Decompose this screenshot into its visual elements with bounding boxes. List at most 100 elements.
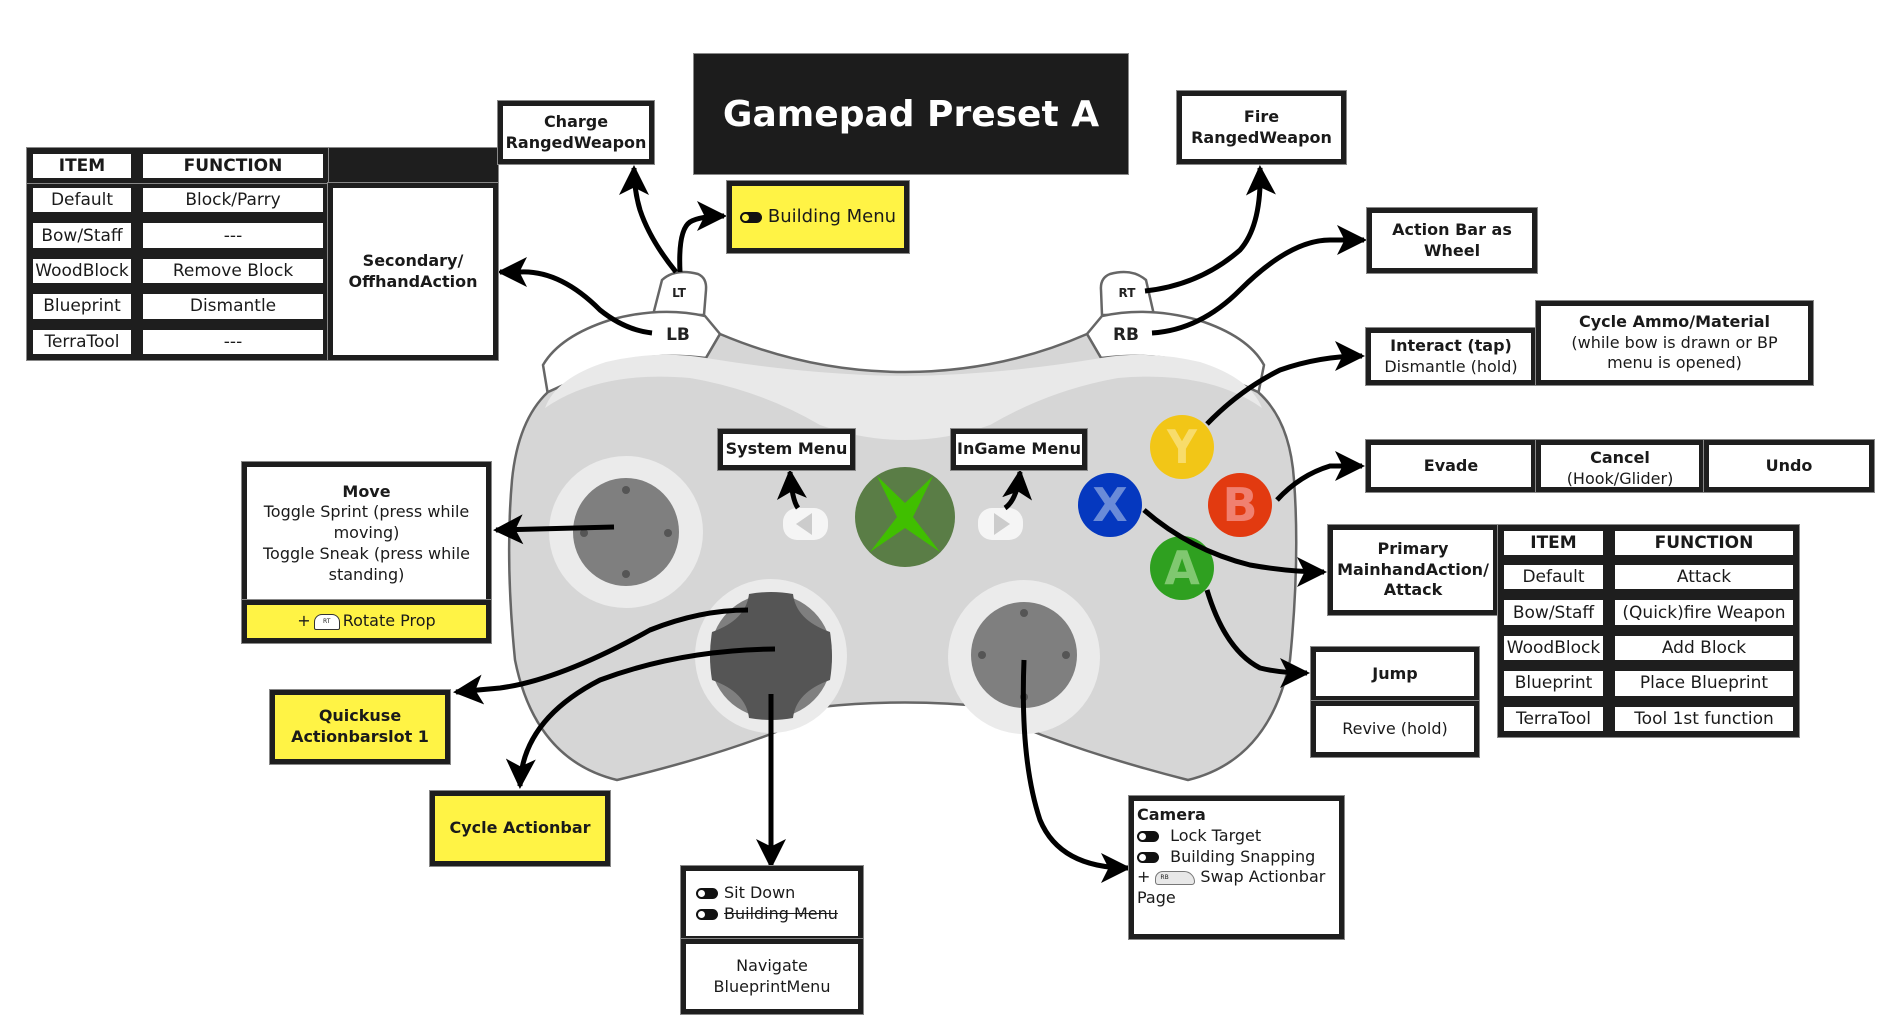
right-item-table — [1497, 524, 1800, 738]
evade-label: Evade — [1423, 455, 1479, 475]
sit-down-box: Sit Down Building Menu — [680, 865, 864, 942]
cycle-ammo-box: Cycle Ammo/Material (while bow is drawn … — [1535, 300, 1814, 386]
right-table-item-cell: Blueprint — [1504, 671, 1603, 696]
action-bar-line1: Action Bar as — [1392, 219, 1512, 239]
primary-line1: Primary — [1377, 538, 1449, 558]
toggle-icon — [739, 211, 762, 223]
revive-box: Revive (hold) — [1310, 700, 1480, 758]
left-table-function-cell: Block/Parry — [143, 188, 323, 213]
building-menu-struck-item: Building Menu — [696, 904, 838, 925]
right-table-item-cell: WoodBlock — [1504, 635, 1603, 661]
primary-action-box: Primary MainhandAction/ Attack — [1327, 524, 1499, 616]
swap-actionbar-label: Swap Actionbar — [1200, 867, 1326, 887]
ingame-menu-label: InGame Menu — [957, 439, 1081, 459]
arrow-a-jump — [1204, 589, 1310, 688]
arrow-lt-building — [677, 201, 727, 273]
cycle-ammo-title: Cycle Ammo/Material — [1579, 311, 1770, 331]
undo-box: Undo — [1703, 439, 1875, 493]
b-button[interactable]: B — [1208, 473, 1272, 537]
back-arrow-icon — [796, 513, 812, 535]
arrow-start-ingame — [1002, 469, 1033, 511]
arrow-y-interact — [1205, 341, 1365, 426]
primary-line3: Attack — [1383, 580, 1443, 600]
charge-line1: Charge — [543, 111, 609, 131]
arrow-rb-actionbar — [1151, 225, 1367, 336]
right-table-function-cell: Add Block — [1615, 635, 1793, 661]
interact-title: Interact (tap) — [1390, 335, 1512, 355]
jump-box: Jump — [1310, 646, 1480, 702]
a-button[interactable]: A — [1150, 536, 1214, 600]
arrow-lt-charge — [619, 165, 678, 274]
rotate-prop-box: + RT Rotate Prop — [241, 599, 492, 644]
arrow-back-system — [776, 469, 807, 510]
b-label: B — [1222, 478, 1257, 532]
building-snapping-label: Building Snapping — [1170, 846, 1316, 866]
building-snapping-item: Building Snapping — [1137, 847, 1315, 868]
secondary-line1: Secondary/ — [362, 250, 464, 270]
rt-trigger-icon: RT — [313, 613, 340, 630]
camera-box: Camera Lock Target Building Snapping +RB… — [1128, 795, 1345, 940]
toggle-icon — [696, 908, 718, 920]
sit-down-label: Sit Down — [724, 882, 796, 902]
ingame-menu-box: InGame Menu — [950, 428, 1088, 471]
left-table-item-cell: WoodBlock — [33, 258, 131, 284]
toggle-icon — [1137, 830, 1159, 842]
left-stick[interactable] — [573, 478, 679, 586]
rt-trigger[interactable] — [1099, 270, 1156, 317]
right-table-header-item: ITEM — [1504, 531, 1603, 555]
right-table-item-cell: Default — [1504, 565, 1603, 590]
cycle-actionbar-box: Cycle Actionbar — [429, 790, 611, 867]
arrow-ls-move — [493, 514, 615, 545]
arrow-lb-secondary — [497, 257, 653, 336]
arrow-rs-camera — [1020, 659, 1131, 883]
left-table-item-cell: Bow/Staff — [33, 223, 131, 248]
building-menu-label: Building Menu — [767, 206, 897, 228]
swap-actionbar-line2: Page — [1137, 888, 1176, 908]
body-top-band — [545, 354, 1262, 440]
left-table-item-cell: TerraTool — [33, 329, 131, 354]
move-line3: Toggle Sneak (press while — [262, 543, 470, 563]
plus-label: + — [297, 611, 311, 631]
right-table-header-function: FUNCTION — [1615, 531, 1793, 555]
quickuse-box: Quickuse Actionbarslot 1 — [269, 689, 451, 765]
action-bar-wheel-box: Action Bar as Wheel — [1366, 207, 1538, 274]
y-label: Y — [1166, 420, 1198, 474]
right-table-item-cell: Bow/Staff — [1504, 600, 1603, 625]
cancel-box: Cancel (Hook/Glider) — [1535, 439, 1705, 493]
move-line2: moving) — [333, 523, 400, 543]
right-stick[interactable] — [971, 602, 1077, 708]
right-table-function-cell: (Quick)fire Weapon — [1615, 600, 1793, 625]
left-table-function-cell: --- — [143, 329, 323, 354]
rb-label: RB — [1113, 325, 1139, 345]
lt-trigger[interactable] — [651, 270, 708, 317]
building-menu-box: Building Menu — [726, 180, 910, 254]
a-label: A — [1164, 541, 1200, 595]
secondary-line2: OffhandAction — [348, 271, 478, 291]
left-table-item-cell: Default — [33, 188, 131, 213]
cancel-title: Cancel — [1590, 448, 1650, 467]
cycle-ammo-sub1: (while bow is drawn or BP — [1571, 332, 1778, 352]
cancel-sub: (Hook/Glider) — [1566, 468, 1674, 488]
quickuse-line1: Quickuse — [318, 706, 402, 726]
y-button[interactable]: Y — [1150, 415, 1214, 479]
right-table-function-cell: Place Blueprint — [1615, 671, 1793, 696]
dpad[interactable] — [710, 592, 832, 720]
fire-line2: RangedWeapon — [1191, 127, 1332, 147]
x-button[interactable]: X — [1078, 473, 1142, 537]
cycle-actionbar-label: Cycle Actionbar — [449, 818, 591, 838]
move-line4: standing) — [328, 564, 405, 584]
toggle-icon — [1137, 851, 1159, 863]
rb-bumper-icon: RB — [1155, 870, 1196, 885]
move-line1: Toggle Sprint (press while — [263, 502, 470, 522]
building-menu-struck-label: Building Menu — [724, 903, 838, 923]
left-table-function-cell: Dismantle — [143, 294, 323, 319]
navigate-line2: BlueprintMenu — [713, 976, 831, 996]
toggle-icon — [696, 887, 718, 899]
navigate-line1: Navigate — [736, 955, 808, 975]
xbox-logo-icon — [870, 476, 940, 552]
charge-line2: RangedWeapon — [505, 132, 647, 152]
arrow-x-primary — [1142, 508, 1327, 587]
left-table-header-function: FUNCTION — [143, 154, 323, 178]
